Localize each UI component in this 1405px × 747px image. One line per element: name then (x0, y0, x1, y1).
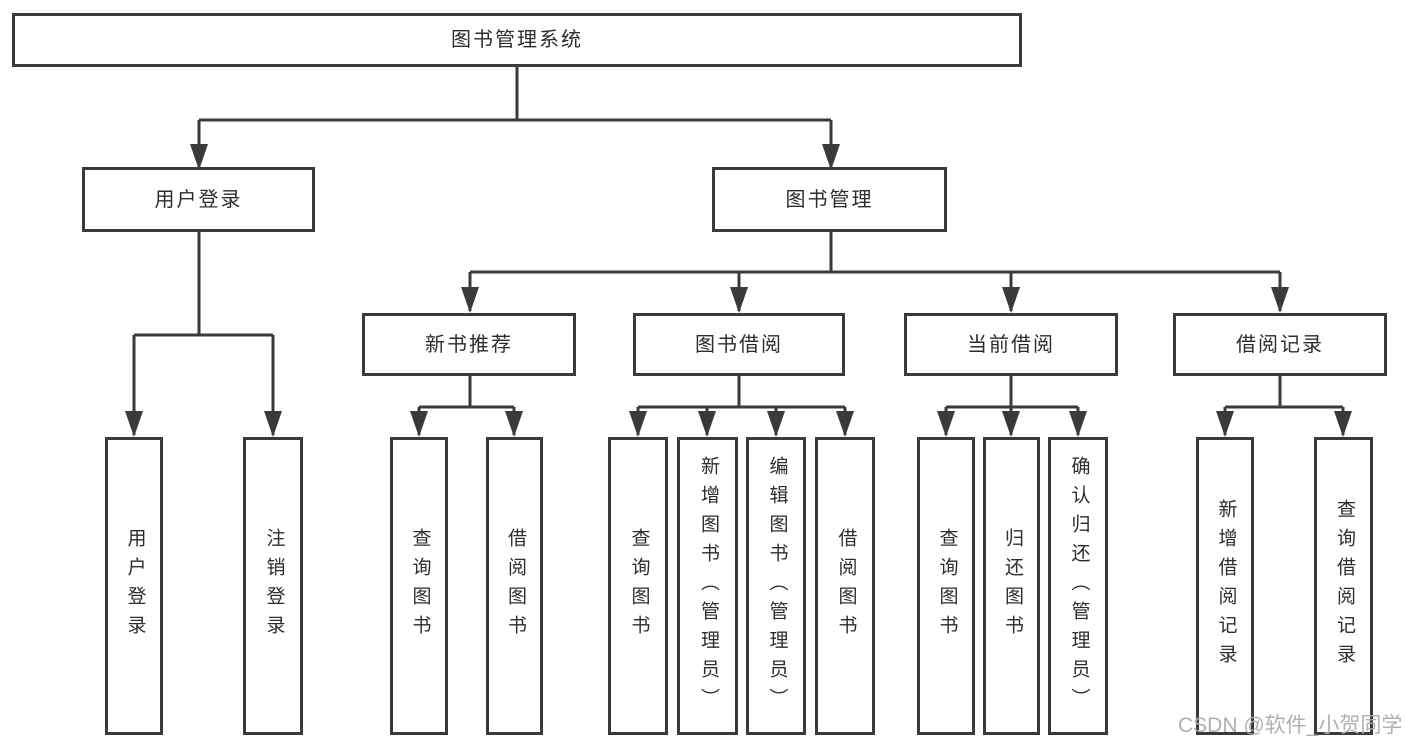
arrowhead (1002, 411, 1020, 437)
arrowhead (410, 411, 428, 437)
node-user-login: 用户登录 (82, 167, 315, 232)
node-cb-query-book: 查询图书 (917, 437, 975, 735)
arrowhead (1216, 411, 1234, 437)
node-bb-edit-book: 编辑图书（管理员） (746, 437, 806, 735)
arrowhead (461, 287, 479, 313)
arrowhead (1334, 411, 1352, 437)
node-bb-add-book: 新增图书（管理员） (677, 437, 738, 735)
leaf-label: 查询图书 (409, 528, 431, 644)
node-root: 图书管理系统 (12, 13, 1022, 67)
arrowhead (730, 287, 748, 313)
arrowhead (767, 411, 785, 437)
arrowhead (1002, 287, 1020, 313)
arrowhead (698, 411, 716, 437)
node-bb-borrow-book: 借阅图书 (815, 437, 875, 735)
leaf-label: 借阅图书 (835, 528, 857, 644)
node-cb-confirm-return: 确认归还（管理员） (1048, 437, 1108, 735)
leaf-label: 确认归还（管理员） (1068, 455, 1090, 717)
node-rec-borrow-book: 借阅图书 (486, 437, 543, 735)
node-cb-return-book: 归还图书 (983, 437, 1040, 735)
connector-newbookrec-to-leaves (410, 376, 523, 437)
arrowhead (1271, 287, 1289, 313)
connector-bookmgmt-to-level3 (461, 232, 1289, 313)
node-bb-query-book: 查询图书 (608, 437, 668, 735)
connector-currentborrow-to-leaves (937, 376, 1087, 437)
leaf-label: 查询借阅记录 (1333, 499, 1355, 673)
arrowhead (1069, 411, 1087, 437)
node-borrow-records: 借阅记录 (1173, 313, 1387, 376)
node-book-mgmt: 图书管理 (712, 167, 947, 232)
node-book-borrow: 图书借阅 (633, 313, 845, 376)
arrowhead (125, 411, 143, 437)
node-current-borrow: 当前借阅 (904, 313, 1118, 376)
csdn-watermark: CSDN @软件_小贺同学 (1178, 714, 1403, 737)
leaf-label: 查询图书 (936, 528, 958, 644)
leaf-label: 查询图书 (628, 528, 650, 644)
node-leaf-logout: 注销登录 (243, 437, 303, 735)
leaf-label: 新增借阅记录 (1215, 499, 1237, 673)
arrowhead (629, 411, 647, 437)
leaf-label: 用户登录 (124, 528, 146, 644)
connector-borrowrecords-to-leaves (1216, 376, 1352, 437)
node-leaf-user-login: 用户登录 (105, 437, 163, 735)
arrowhead (836, 411, 854, 437)
leaf-label: 编辑图书（管理员） (766, 455, 788, 717)
arrowhead (505, 411, 523, 437)
connector-bookborrow-to-leaves (629, 376, 854, 437)
node-br-add-record: 新增借阅记录 (1196, 437, 1254, 735)
node-br-query-record: 查询借阅记录 (1314, 437, 1373, 735)
leaf-label: 归还图书 (1001, 528, 1023, 644)
arrowhead (937, 411, 955, 437)
node-rec-query-book: 查询图书 (390, 437, 448, 735)
arrowhead (264, 411, 282, 437)
connector-userlogin-to-leaves (125, 232, 282, 437)
leaf-label: 新增图书（管理员） (697, 455, 719, 717)
leaf-label: 借阅图书 (504, 528, 526, 644)
connector-root-to-level2 (190, 67, 840, 170)
leaf-label: 注销登录 (263, 528, 285, 644)
node-new-book-rec: 新书推荐 (362, 313, 576, 376)
